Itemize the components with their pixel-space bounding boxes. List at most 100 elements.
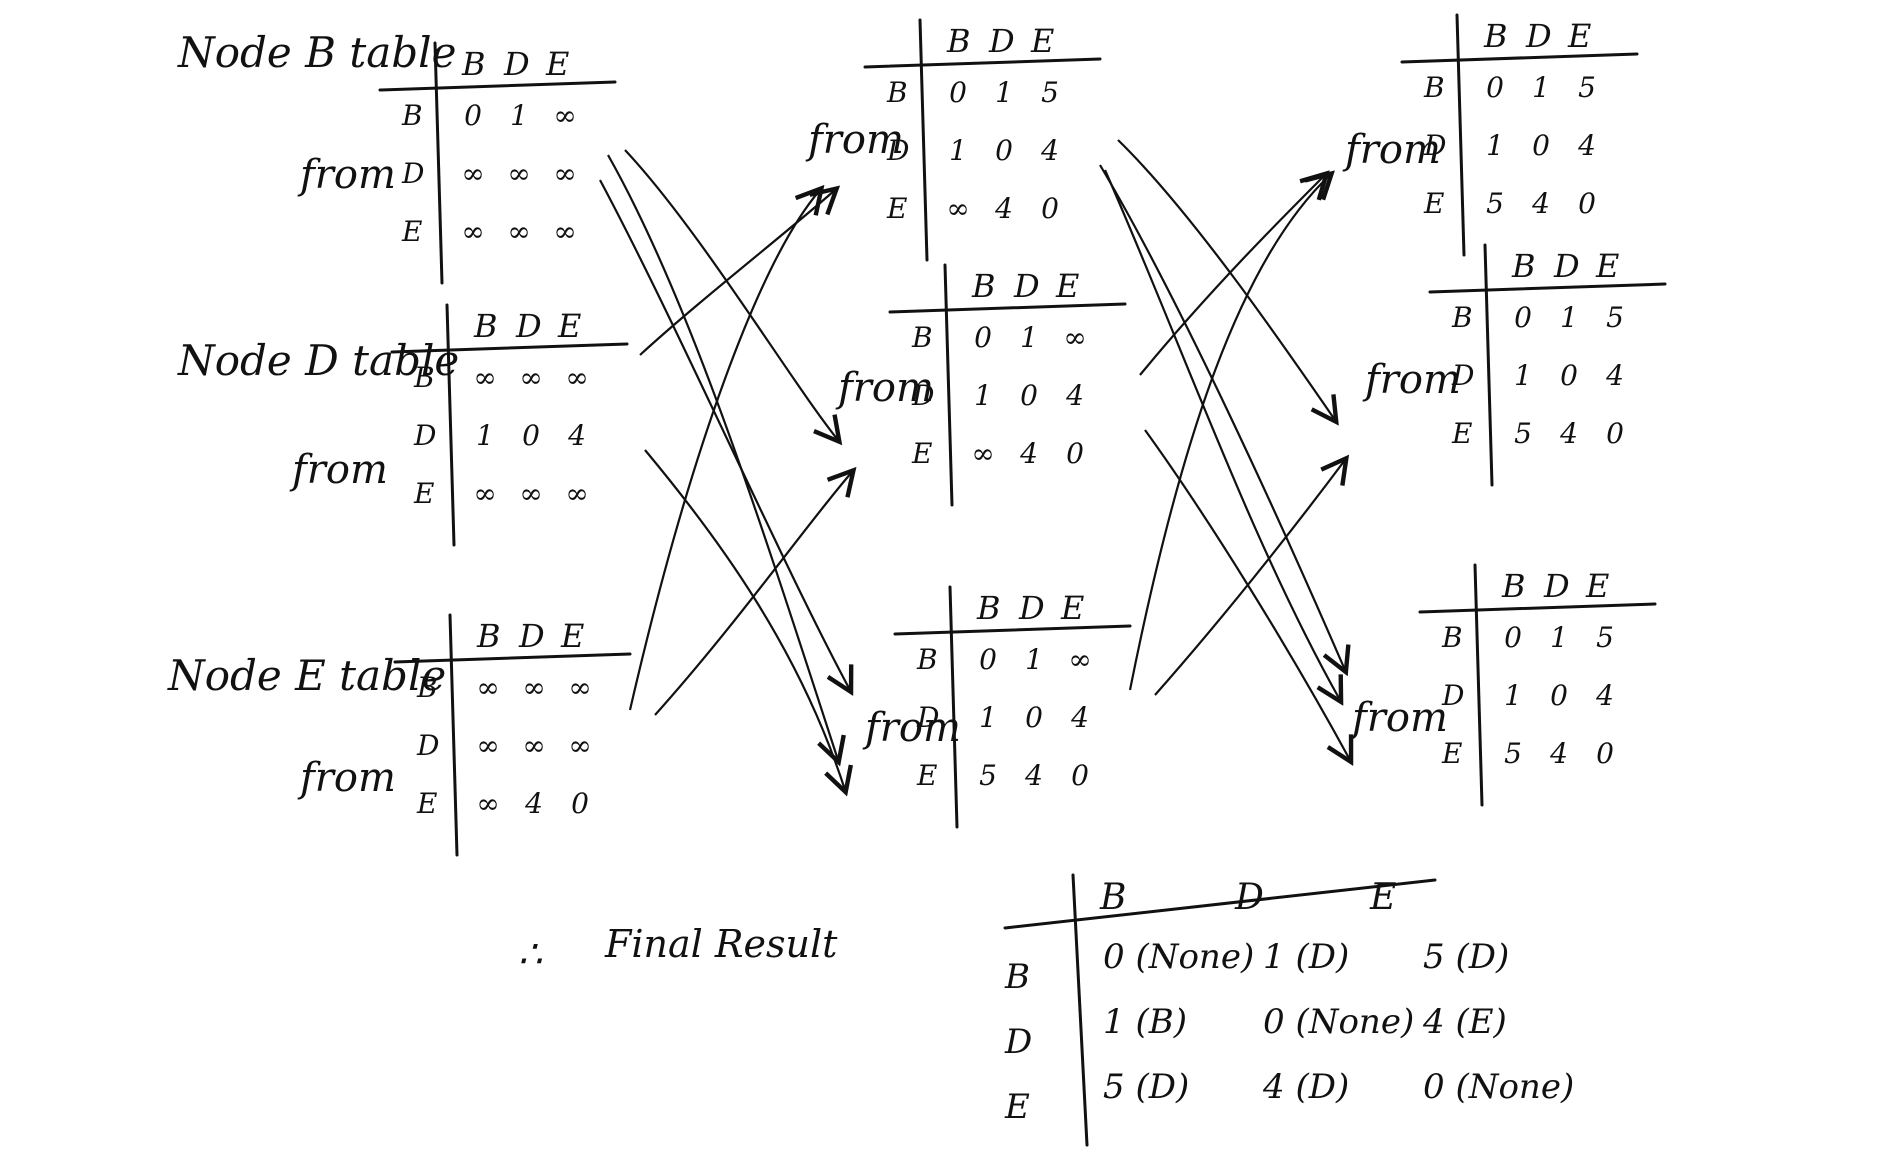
left-table-1-from-label: from (292, 447, 388, 493)
middle-table-1-col-header: B (972, 267, 1010, 305)
update-arrow (1128, 175, 1330, 691)
left-table-2-cell: ∞ (476, 671, 500, 704)
right-table-1-from-label: from (1365, 357, 1461, 403)
middle-table-1-col-header: D (1014, 267, 1054, 305)
left-table-1-cell: ∞ (565, 361, 589, 394)
middle-table-0-row-label: E (887, 192, 908, 225)
left-table-2-cell: ∞ (476, 787, 500, 820)
final-cell: 1 (B) (1103, 1002, 1187, 1042)
update-arrow (1099, 164, 1345, 670)
middle-table-1-cell: 4 (1020, 437, 1038, 470)
middle-table-2-vertical-rule (948, 585, 959, 829)
update-arrow (607, 154, 838, 760)
left-table-0-row-label: E (402, 215, 423, 248)
right-table-0-row-label: E (1424, 187, 1445, 220)
left-table-2-row-label: E (417, 787, 438, 820)
final-cell: 5 (D) (1103, 1067, 1190, 1107)
middle-table-2-cell: 4 (1025, 759, 1043, 792)
left-table-2-cell: ∞ (568, 729, 592, 762)
left-table-0-cell: ∞ (553, 157, 577, 190)
middle-table-2-col-header: E (1061, 589, 1099, 627)
middle-table-1-row-label: B (912, 321, 933, 354)
middle-table-1-header-rule (888, 302, 1127, 314)
update-arrow (1144, 429, 1350, 760)
right-table-0-cell: 4 (1532, 187, 1550, 220)
right-table-2-col-header: B (1502, 567, 1540, 605)
right-table-1-row-label: E (1452, 417, 1473, 450)
left-table-0-cell: 0 (464, 99, 482, 132)
middle-table-1-cell: ∞ (971, 437, 995, 470)
left-table-1-row-label: B (414, 361, 435, 394)
left-table-1-cell: ∞ (473, 361, 497, 394)
left-table-2-row-label: B (417, 671, 438, 704)
left-table-1-cell: 4 (568, 419, 586, 452)
right-table-0-cell: 1 (1486, 129, 1504, 162)
left-table-0-col-header: D (504, 45, 544, 83)
update-arrow (639, 190, 835, 356)
right-table-1-col-header: D (1554, 247, 1594, 285)
middle-table-0-from-label: from (808, 117, 904, 163)
right-table-2-row-label: D (1442, 679, 1465, 712)
middle-table-1-col-header: E (1056, 267, 1094, 305)
right-table-1-cell: 4 (1560, 417, 1578, 450)
update-arrow (599, 179, 850, 690)
middle-table-0-cell: 1 (949, 134, 967, 167)
left-table-0-cell: ∞ (507, 215, 531, 248)
final-row-label: E (1005, 1087, 1030, 1127)
middle-table-2-col-header: B (977, 589, 1015, 627)
final-result-label: Final Result (605, 922, 838, 966)
left-table-0-col-header: B (462, 45, 500, 83)
middle-table-2-cell: 0 (1025, 701, 1043, 734)
right-table-2-cell: 5 (1596, 621, 1614, 654)
right-table-1-cell: 0 (1606, 417, 1624, 450)
final-row-label: B (1005, 957, 1030, 997)
right-table-0-cell: 1 (1532, 71, 1550, 104)
node-d-table-title: Node D table (178, 336, 460, 385)
middle-table-0-row-label: D (887, 134, 910, 167)
final-cell: 5 (D) (1423, 937, 1510, 977)
right-table-0-cell: 0 (1486, 71, 1504, 104)
middle-table-0-col-header: D (989, 22, 1029, 60)
left-table-0-from-label: from (300, 152, 396, 198)
right-table-1-header-rule (1428, 282, 1667, 294)
node-e-table-title: Node E table (168, 651, 447, 700)
left-table-1-cell: ∞ (519, 477, 543, 510)
middle-table-2-col-header: D (1019, 589, 1059, 627)
middle-table-0-cell: 0 (1041, 192, 1059, 225)
right-table-2-header-rule (1418, 602, 1657, 614)
left-table-0-cell: ∞ (553, 215, 577, 248)
final-cell: 1 (D) (1263, 937, 1350, 977)
middle-table-1-from-label: from (838, 365, 934, 411)
left-table-2-cell: ∞ (476, 729, 500, 762)
middle-table-2-cell: 0 (1071, 759, 1089, 792)
middle-table-2-row-label: D (917, 701, 940, 734)
right-table-1-cell: 0 (1514, 301, 1532, 334)
right-table-0-vertical-rule (1455, 13, 1466, 257)
left-table-0-cell: ∞ (461, 157, 485, 190)
final-cell: 0 (None) (1423, 1067, 1575, 1107)
left-table-0-col-header: E (546, 45, 584, 83)
left-table-0-cell: 1 (510, 99, 528, 132)
right-table-2-row-label: E (1442, 737, 1463, 770)
middle-table-1-cell: 0 (974, 321, 992, 354)
middle-table-1-cell: 1 (974, 379, 992, 412)
right-table-0-cell: 0 (1532, 129, 1550, 162)
right-table-2-cell: 4 (1550, 737, 1568, 770)
middle-table-2-from-label: from (865, 705, 961, 751)
left-table-1-row-label: D (414, 419, 437, 452)
middle-table-2-row-label: E (917, 759, 938, 792)
update-arrow (654, 472, 852, 716)
middle-table-2-cell: ∞ (1068, 643, 1092, 676)
right-table-1-cell: 5 (1514, 417, 1532, 450)
middle-table-0-cell: 4 (1041, 134, 1059, 167)
left-table-0-row-label: B (402, 99, 423, 132)
left-table-2-col-header: E (561, 617, 599, 655)
middle-table-2-cell: 5 (979, 759, 997, 792)
left-table-2-cell: 0 (571, 787, 589, 820)
right-table-1-cell: 4 (1606, 359, 1624, 392)
right-table-0-col-header: B (1484, 17, 1522, 55)
middle-table-1-cell: 0 (1020, 379, 1038, 412)
update-arrow (624, 149, 838, 440)
left-table-2-row-label: D (417, 729, 440, 762)
left-table-1-cell: 1 (476, 419, 494, 452)
